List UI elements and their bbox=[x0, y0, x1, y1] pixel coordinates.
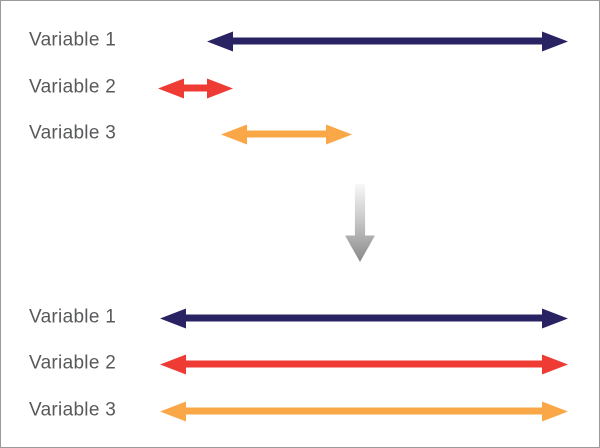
variable-label: Variable 1 bbox=[29, 29, 117, 51]
arrow-shaft bbox=[182, 84, 209, 92]
variable-label: Variable 2 bbox=[29, 76, 117, 98]
arrow-shaft bbox=[184, 407, 544, 415]
variable-range-arrow bbox=[158, 84, 233, 92]
arrow-shaft bbox=[184, 360, 544, 368]
arrow-shaft bbox=[231, 37, 544, 45]
arrow-shaft bbox=[245, 130, 328, 138]
variable-label: Variable 3 bbox=[29, 399, 117, 421]
variable-range-arrow bbox=[207, 37, 568, 45]
variable-label: Variable 3 bbox=[29, 122, 117, 144]
down-arrow-icon bbox=[345, 184, 375, 262]
variable-range-arrow bbox=[160, 407, 568, 415]
variable-range-arrow bbox=[221, 130, 352, 138]
variable-label: Variable 2 bbox=[29, 352, 117, 374]
variable-label: Variable 1 bbox=[29, 306, 117, 328]
arrow-shaft bbox=[184, 314, 544, 322]
variable-range-arrow bbox=[160, 314, 568, 322]
variable-range-arrow bbox=[160, 360, 568, 368]
